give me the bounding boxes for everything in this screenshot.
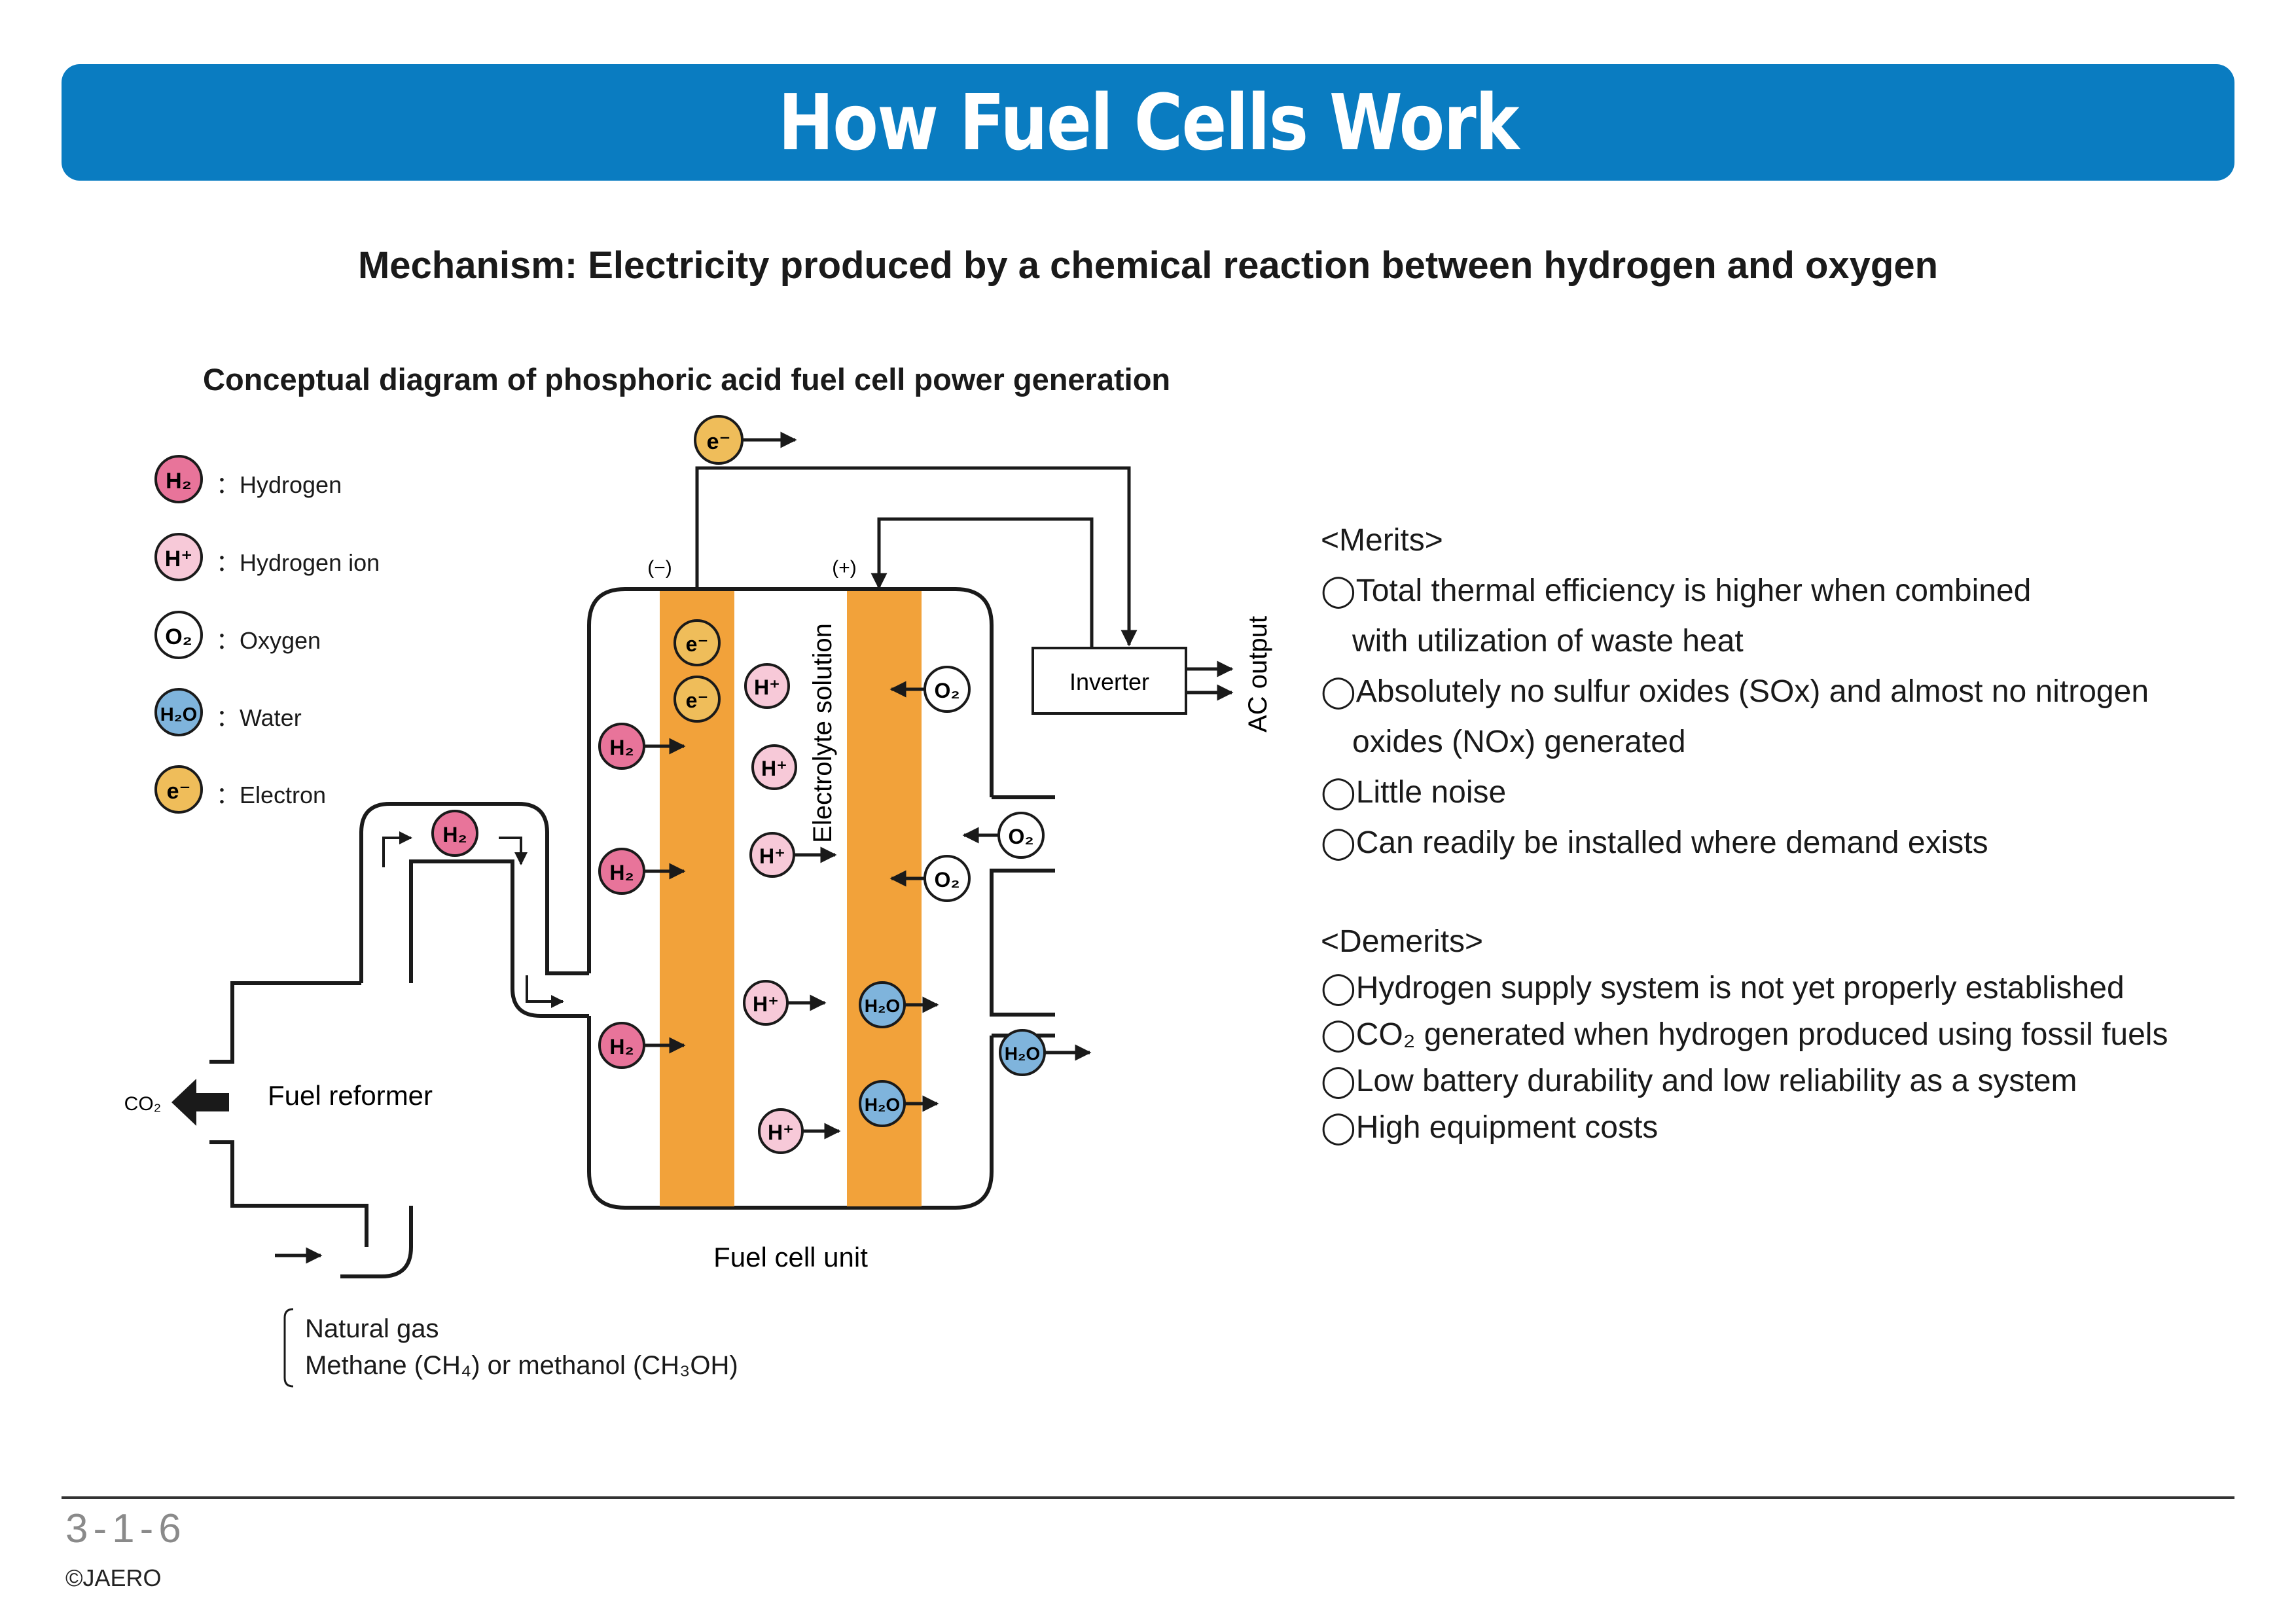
circuit-wire-plus [870, 517, 1094, 648]
svg-text:H₂: H₂ [609, 736, 634, 759]
svg-text:H⁺: H⁺ [753, 992, 779, 1016]
svg-text:(−): (−) [647, 557, 672, 579]
svg-text:O₂: O₂ [165, 624, 192, 649]
svg-text:e⁻: e⁻ [707, 429, 731, 454]
footer-divider [62, 1496, 2234, 1499]
svg-text:H⁺: H⁺ [759, 844, 785, 868]
svg-text:O₂: O₂ [1008, 825, 1033, 848]
svg-text:H₂: H₂ [166, 469, 192, 494]
legend-label-hydrogen-ion: ：Hydrogen ion [216, 549, 380, 576]
svg-text:H₂O: H₂O [865, 1094, 900, 1115]
legend-label-electron: ：Electron [216, 782, 327, 808]
svg-text:H⁺: H⁺ [761, 757, 787, 780]
hydrogen-pipe: H₂ [359, 802, 589, 1018]
svg-text:H⁺: H⁺ [768, 1121, 794, 1144]
legend-label-oxygen: ：Oxygen [216, 627, 321, 654]
svg-text:H₂: H₂ [609, 861, 634, 884]
legend-label-hydrogen: ：Hydrogen [216, 471, 342, 498]
legend-hydrogen-ion-icon [154, 533, 203, 581]
legend-electron-icon [154, 765, 203, 814]
copyright: ©JAERO [65, 1564, 162, 1591]
svg-text:H₂O: H₂O [160, 704, 197, 725]
title-banner: How Fuel Cells Work [62, 64, 2234, 181]
circuit-wire-minus [695, 466, 1138, 647]
svg-text:e⁻: e⁻ [686, 632, 709, 656]
merit-item: ◯Can readily be installed where demand e… [1321, 825, 1988, 860]
ac-output-label: AC output [1244, 616, 1272, 732]
svg-text:H₂O: H₂O [1005, 1043, 1040, 1064]
demerit-item: ◯Hydrogen supply system is not yet prope… [1321, 971, 2125, 1005]
demerits-heading: <Demerits> [1321, 924, 1484, 959]
merit-item: ◯Total thermal efficiency is higher when… [1321, 573, 2032, 608]
svg-text:O₂: O₂ [934, 679, 960, 702]
co2-arrow-icon [171, 1079, 229, 1126]
fuel-cell-diagram: H₂ H⁺ O₂ H₂O e⁻ e⁻ (−) (+) Inverter AC o… [124, 415, 1272, 1388]
svg-text:O₂: O₂ [934, 868, 960, 892]
page-title: How Fuel Cells Work [778, 77, 1519, 168]
diagram-title: Conceptual diagram of phosphoric acid fu… [203, 362, 1171, 397]
merits-heading: <Merits> [1321, 523, 1443, 558]
merit-item: ◯Absolutely no sulfur oxides (SOx) and a… [1321, 674, 2149, 709]
svg-text:H⁺: H⁺ [165, 547, 193, 571]
legend-hydrogen-icon [154, 455, 203, 503]
inverter-label: Inverter [1069, 668, 1149, 695]
merit-item-continued: oxides (NOx) generated [1352, 725, 1686, 759]
fuel-reformer: Fuel reformer CO₂ [124, 981, 433, 1388]
svg-text:(+): (+) [832, 557, 857, 579]
legend-water-icon [154, 688, 203, 736]
page-number: 3-1-6 [65, 1506, 187, 1551]
demerit-item: ◯Low battery durability and low reliabil… [1321, 1064, 2077, 1098]
fuel-cell-unit-label: Fuel cell unit [713, 1242, 868, 1272]
merit-item: ◯Little noise [1321, 775, 1507, 810]
external-electron-icon [694, 415, 744, 465]
feed-note-methane: Methane (CH₄) or methanol (CH₃OH) [305, 1351, 738, 1380]
cell-particles: e⁻ e⁻ H₂ H₂ H₂ H⁺ H⁺ H⁺ H⁺ H⁺ O₂ O₂ O₂ [598, 619, 1092, 1154]
feed-note-natural-gas: Natural gas [305, 1314, 439, 1343]
electrolyte-label: Electrolyte solution [808, 623, 837, 843]
svg-text:H₂O: H₂O [865, 996, 900, 1016]
demerits-panel: <Demerits> ◯Hydrogen supply system is no… [1321, 918, 2168, 1151]
co2-label: CO₂ [124, 1093, 162, 1115]
svg-text:H₂: H₂ [442, 823, 467, 846]
legend: H₂ H⁺ O₂ H₂O e⁻ [154, 455, 203, 814]
svg-text:H⁺: H⁺ [754, 676, 780, 699]
merits-panel: <Merits> ◯Total thermal efficiency is hi… [1321, 515, 2149, 868]
fuel-reformer-label: Fuel reformer [268, 1080, 433, 1111]
svg-text:e⁻: e⁻ [167, 779, 191, 804]
subtitle: Mechanism: Electricity produced by a che… [357, 244, 1939, 287]
legend-oxygen-icon [154, 611, 203, 659]
legend-label-water: ：Water [216, 704, 302, 731]
svg-text:H₂: H₂ [609, 1035, 634, 1058]
merit-item-continued: with utilization of waste heat [1352, 624, 1744, 659]
demerit-item: ◯High equipment costs [1321, 1110, 1659, 1145]
fuel-cell-unit: Electrolyte solution [587, 587, 1055, 1210]
demerit-item: ◯CO₂ generated when hydrogen produced us… [1321, 1017, 2168, 1052]
svg-text:e⁻: e⁻ [686, 689, 709, 712]
inverter-box [1031, 647, 1187, 715]
